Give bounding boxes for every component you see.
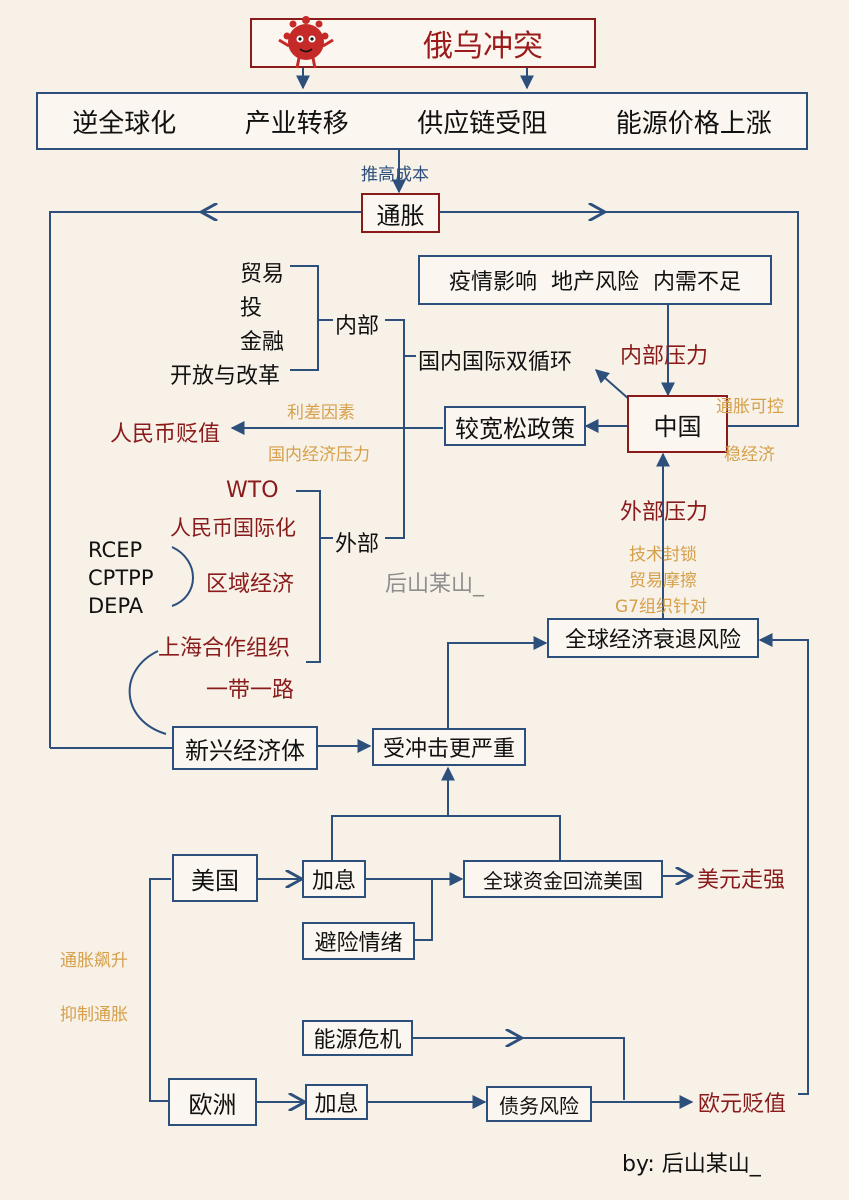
inflation-text: 通胀 [376,201,425,230]
internal-pressure-label: 内部压力 [620,344,709,369]
rate-hike-us-text: 加息 [311,869,356,894]
usd-strong-label: 美元走强 [697,868,786,893]
china-box: 中国 [627,395,728,453]
harder-hit-box: 受冲击更严重 [372,728,526,766]
factor-deglobalization: 逆全球化 [72,108,177,139]
debt-risk-box: 债务风险 [486,1086,592,1122]
rate-hike-us-box: 加息 [302,860,366,898]
energy-crisis-text: 能源危机 [313,1028,402,1053]
agreement-cptpp: CPTPP [88,566,154,590]
capital-flow-text: 全球资金回流美国 [483,868,643,893]
global-recession-box: 全球经济衰退风险 [547,618,759,658]
debt-risk-text: 债务风险 [499,1093,579,1118]
global-recession-text: 全球经济衰退风险 [564,628,741,653]
domestic-pressure-label: 国内经济压力 [268,445,370,465]
external-item-tech: 技术封锁 [629,545,697,565]
looser-policy-box: 较宽松政策 [444,406,586,446]
virus-mascot-icon [278,16,334,69]
stabilize-economy-label: 稳经济 [724,445,775,465]
title-text: 俄乌冲突 [423,29,543,64]
internal-item-finance: 金融 [240,330,285,355]
energy-crisis-box: 能源危机 [302,1020,413,1056]
euro-depreciation-label: 欧元贬值 [698,1092,787,1117]
china-factors-box: 疫情影响 地产风险 内需不足 [418,255,772,305]
inflation-rise-label: 通胀飙升 [60,951,128,971]
capital-flow-box: 全球资金回流美国 [463,860,663,898]
dual-circulation-label: 国内国际双循环 [418,350,573,375]
regional-economy-label: 区域经济 [206,572,295,597]
byline-text: by: 后山某山_ [622,1152,761,1177]
external-label: 外部 [335,532,380,557]
agreement-depa: DEPA [88,594,144,618]
external-item-trade: 贸易摩擦 [629,571,697,591]
top-factors-bar: 逆全球化 产业转移 供应链受阻 能源价格上涨 [36,92,808,150]
europe-text: 欧洲 [188,1090,237,1119]
risk-aversion-text: 避险情绪 [314,931,403,956]
usa-text: 美国 [191,866,239,895]
china-factors-text: 疫情影响 地产风险 内需不足 [449,270,741,295]
wto-label: WTO [226,478,279,503]
internal-item-invest: 投 [240,296,263,321]
rate-hike-eu-box: 加息 [305,1084,368,1120]
emerging-box: 新兴经济体 [172,726,318,770]
factor-energy-price: 能源价格上涨 [615,108,772,139]
china-text: 中国 [653,412,702,441]
usa-box: 美国 [172,854,258,902]
looser-policy-text: 较宽松政策 [455,414,575,443]
internal-item-trade: 贸易 [240,262,285,287]
inflation-box: 通胀 [361,193,440,233]
rate-hike-eu-text: 加息 [314,1092,359,1117]
sco-label: 上海合作组织 [158,636,291,661]
internal-label: 内部 [335,314,380,339]
agreement-rcep: RCEP [88,538,143,562]
rmb-depreciation-label: 人民币贬值 [110,422,221,447]
europe-box: 欧洲 [168,1078,257,1126]
factor-supply-chain: 供应链受阻 [417,108,548,139]
push-cost-label: 推高成本 [361,165,429,185]
external-pressure-label: 外部压力 [620,500,709,525]
rate-diff-label: 利差因素 [287,403,355,423]
harder-hit-text: 受冲击更严重 [382,737,515,762]
rmb-intl-label: 人民币国际化 [170,516,296,540]
internal-item-reform: 开放与改革 [170,364,281,389]
external-item-g7: G7组织针对 [615,597,707,617]
emerging-text: 新兴经济体 [185,736,305,765]
inflation-controllable-label: 通胀可控 [716,397,784,417]
belt-road-label: 一带一路 [206,678,295,703]
curb-inflation-label: 抑制通胀 [60,1005,128,1025]
factor-industry-transfer: 产业转移 [244,108,349,139]
risk-aversion-box: 避险情绪 [302,922,415,960]
watermark-text: 后山某山_ [385,572,485,597]
